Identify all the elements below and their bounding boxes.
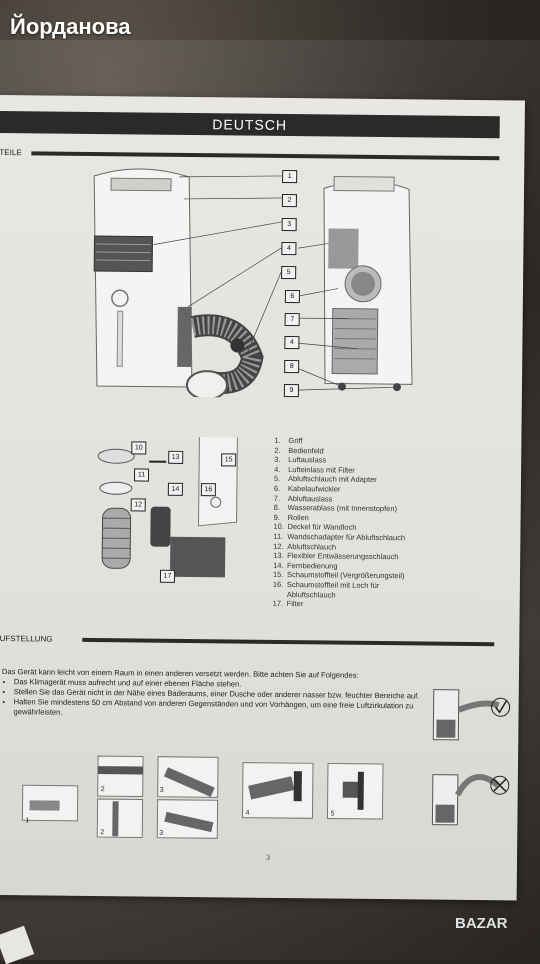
correct-placement (433, 690, 510, 741)
callout-accessory: 17 (160, 570, 175, 583)
front-unit-body (92, 168, 194, 387)
callout-accessory: 16 (201, 483, 216, 496)
manual-page: DEUTSCH TEILE (0, 95, 525, 900)
callout-accessory: 13 (168, 451, 183, 464)
step-label: 2 (101, 786, 105, 793)
callout-accessory: 11 (134, 468, 149, 481)
step-label: 5 (330, 811, 334, 818)
exhaust-hose (187, 325, 253, 400)
site-watermark: BAZAR (455, 915, 508, 932)
callout-accessory: 15 (221, 453, 236, 466)
callout-front: 9 (284, 384, 299, 397)
callout-front: 8 (284, 360, 299, 373)
setup-instructions: Das Gerät kann leicht von einem Raum in … (1, 667, 446, 722)
hose-placement-illustrations (427, 685, 514, 836)
callout-accessory: 10 (131, 441, 146, 454)
step-1-panel (22, 785, 77, 821)
language-header: DEUTSCH (0, 111, 500, 138)
seller-username: Йорданова (10, 14, 131, 40)
list-item: 17.Filter (273, 599, 473, 611)
setup-section-title: AUFSTELLUNG (0, 634, 53, 644)
step-label: 4 (245, 810, 249, 817)
back-unit-body (322, 176, 414, 391)
front-unit-illustration (0, 155, 499, 400)
setup-bullets: Das Klimagerät muss aufrecht und auf ein… (1, 677, 446, 722)
callout-front: 3 (282, 218, 297, 231)
step-2-panel (97, 756, 143, 837)
callout-front: 4 (284, 336, 299, 349)
callout-accessory: 14 (168, 483, 183, 496)
callout-front: 1 (282, 170, 297, 183)
step-4-panel (242, 763, 313, 819)
step-5-panel (327, 763, 383, 819)
callout-front: 4 (281, 242, 296, 255)
page-number: 3 (266, 853, 270, 862)
step-label: 1 (25, 817, 29, 824)
step-label: 2 (100, 829, 104, 836)
callout-front: 6 (285, 290, 300, 303)
parts-list: 1.Griff 2.Bedienfeld 3.Luftauslass 4.Luf… (273, 436, 475, 611)
callout-accessory: 12 (131, 498, 146, 511)
callout-front: 5 (281, 266, 296, 279)
installation-steps-illustration (17, 750, 388, 849)
callout-front: 7 (285, 313, 300, 326)
setup-section-header: AUFSTELLUNG (0, 633, 504, 650)
step-label: 3 (159, 830, 163, 837)
list-item: Halten Sie mindestens 50 cm Abstand von … (13, 697, 446, 722)
wrong-placement (432, 775, 509, 826)
step-3-panel (157, 757, 218, 839)
step-label: 3 (160, 787, 164, 794)
callout-front: 2 (282, 194, 297, 207)
setup-section-rule (82, 638, 494, 646)
